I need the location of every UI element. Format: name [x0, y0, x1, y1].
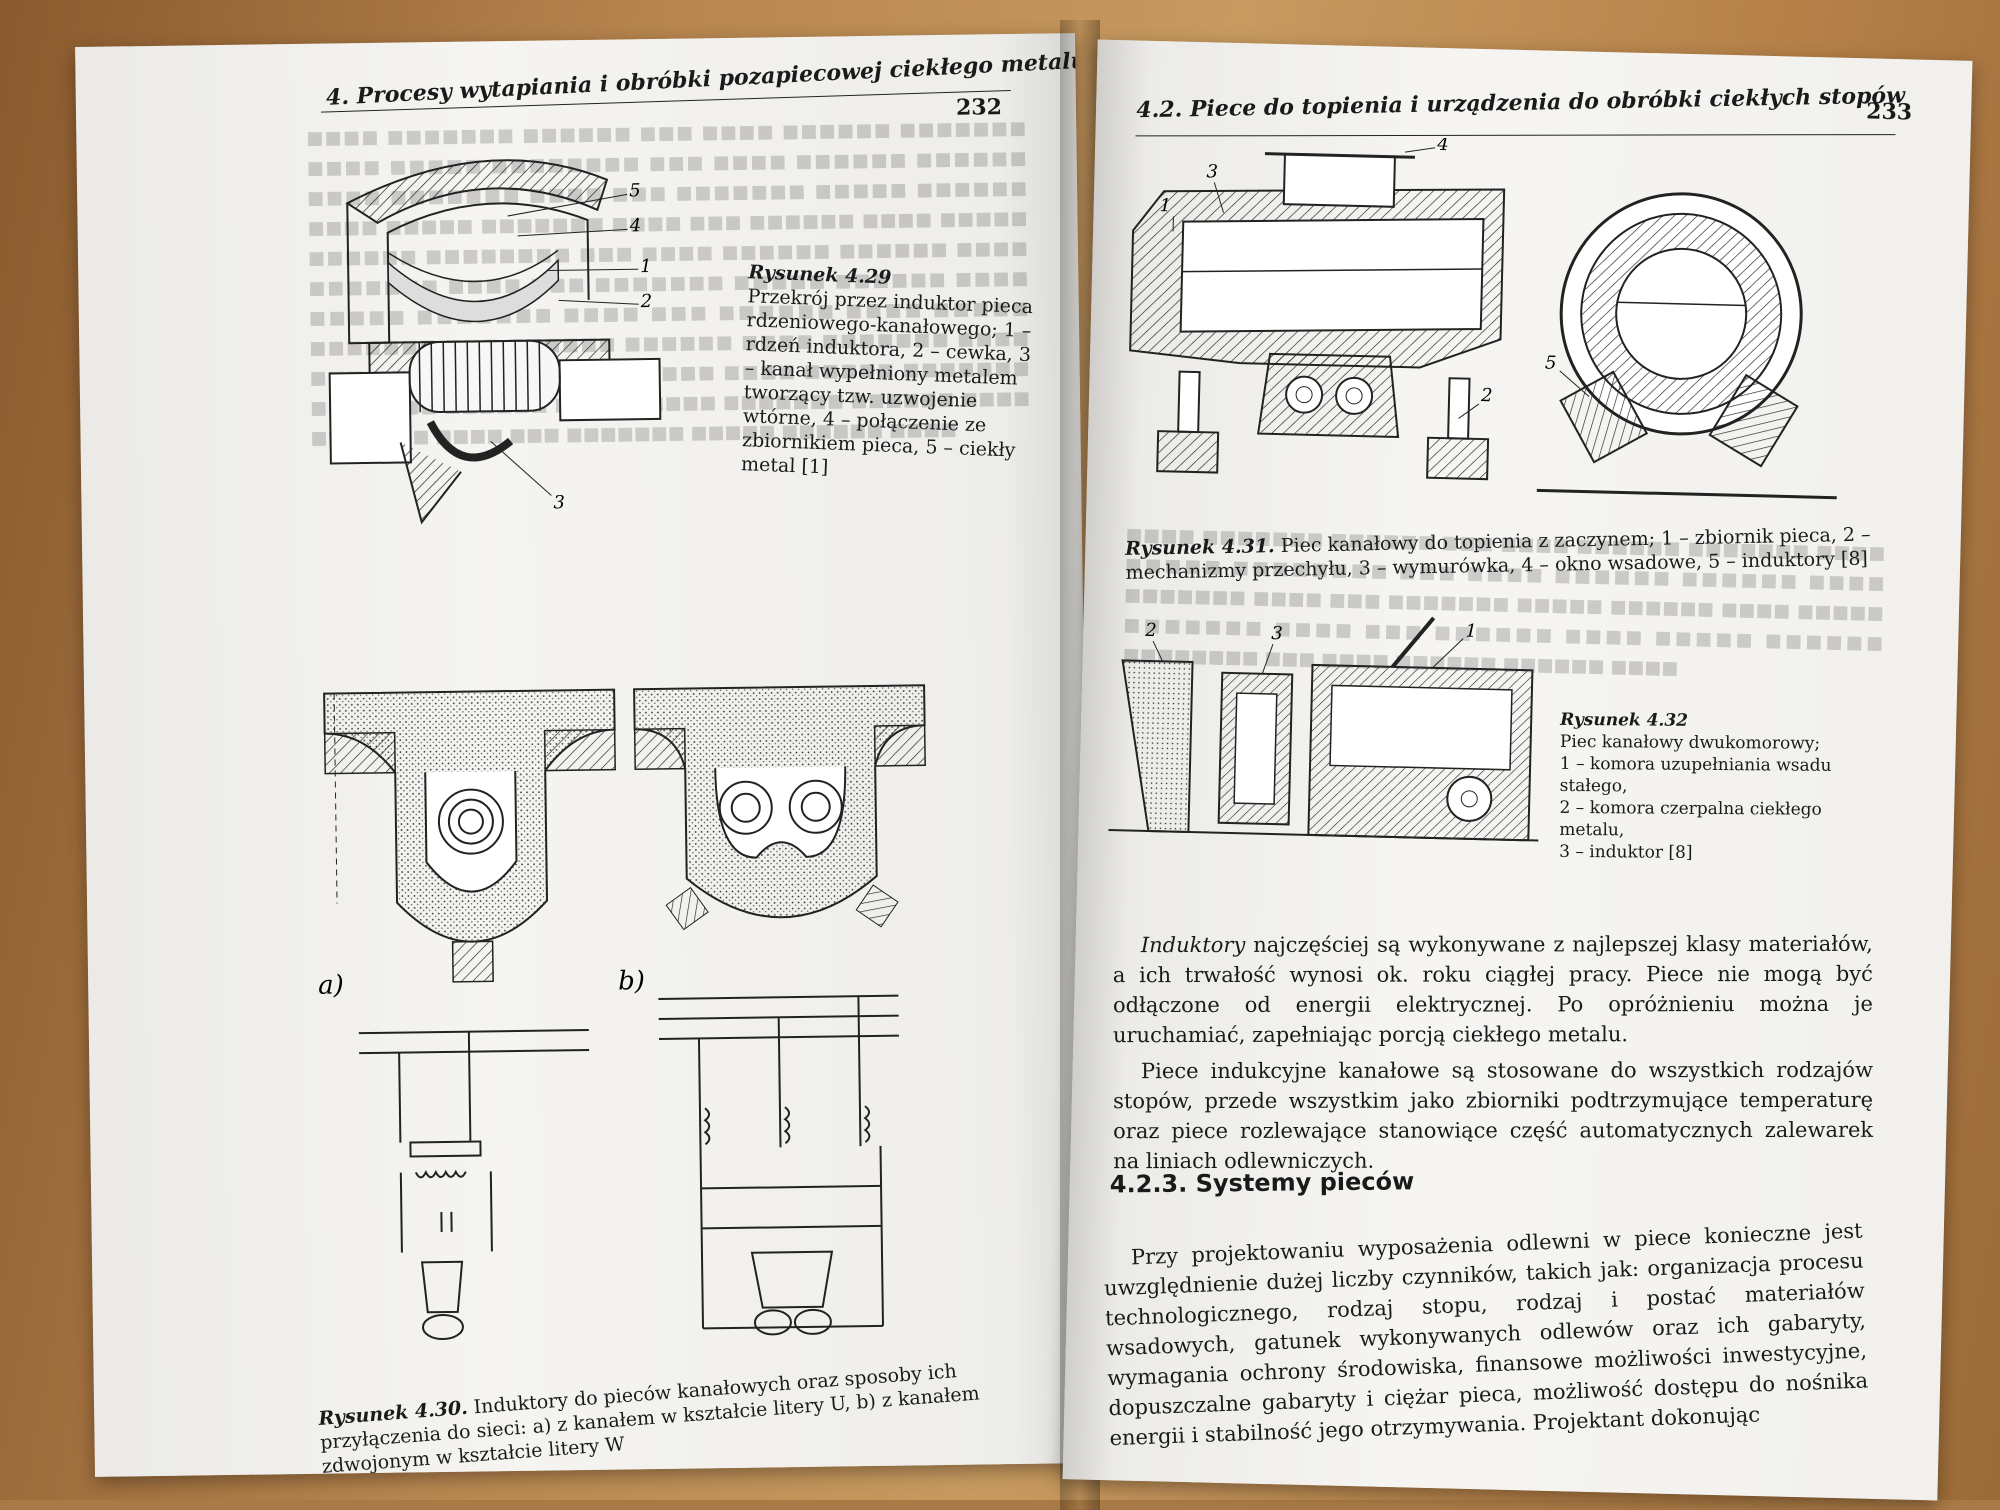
callout-1: 1	[1159, 195, 1171, 216]
section-heading: 4.2.3. Systemy pieców	[1110, 1167, 1415, 1198]
fig-4-32-drawing: 2 3 1	[1108, 600, 1554, 871]
right-page: ■■■■ ■■■■■■■ ■■■■■■ ■■■ ■■■■ ■■■■■■ ■■■■…	[1063, 40, 1973, 1501]
open-book: ■■■■ ■■■■■■■ ■■■■■■ ■■■ ■■■■ ■■■■■■ ■■■■…	[70, 20, 1970, 1490]
sub-label-a: a)	[318, 970, 344, 1000]
running-header: 4.2. Piece do topienia i urządzenia do o…	[1136, 83, 1905, 124]
paragraph: Piece indukcyjne kanałowe są stosowane d…	[1113, 1055, 1873, 1176]
callout-3: 3	[1206, 161, 1218, 182]
callout-2: 2	[1144, 620, 1157, 641]
fig-4-32-caption-line: 1 – komora uzupełniania wsadu stałego,	[1560, 754, 1832, 796]
paragraph: Induktory najczęściej są wykonywane z na…	[1113, 929, 1873, 1050]
fig-4-32-label: Rysunek 4.32	[1560, 710, 1688, 731]
callout-2: 2	[1480, 385, 1493, 406]
fig-4-31-label: Rysunek 4.31.	[1125, 535, 1275, 560]
callout-1: 1	[1465, 621, 1477, 642]
fig-4-32-caption-line: Piec kanałowy dwukomorowy;	[1560, 732, 1820, 754]
callout-4: 4	[628, 215, 641, 236]
callout-3: 3	[1271, 623, 1283, 644]
fig-4-32-caption: Rysunek 4.32 Piec kanałowy dwukomorowy; …	[1559, 709, 1890, 865]
fig-4-32-caption-line: 2 – komora czerpalna ciekłego metalu,	[1559, 798, 1822, 840]
callout-4: 4	[1436, 134, 1449, 155]
callout-2: 2	[640, 291, 653, 312]
body-text-lower: Przy projektowaniu wyposażenia odlewni w…	[1102, 1216, 1869, 1460]
fig-4-31-drawing: 1 3 4 2 5	[1116, 130, 1905, 529]
fig-4-29-label: Rysunek 4.29	[748, 261, 892, 288]
fig-4-32-caption-line: 3 – induktor [8]	[1559, 842, 1692, 863]
callout-5: 5	[1545, 353, 1557, 374]
sub-label-b: b)	[618, 966, 645, 996]
fig-4-29-drawing: 5 4 1 2 3	[306, 138, 732, 564]
left-page: ■■■■ ■■■■■■■ ■■■■■■ ■■■ ■■■■ ■■■■■■ ■■■■…	[75, 33, 1095, 1477]
page-number: 232	[956, 94, 1002, 121]
fig-4-29-caption-text: Przekrój przez induktor pieca rdzenioweg…	[741, 285, 1034, 478]
page-number: 233	[1866, 98, 1913, 125]
callout-3: 3	[553, 492, 565, 513]
fig-4-30-drawing: a) b)	[314, 665, 943, 1354]
body-text-upper: Induktory najczęściej są wykonywane z na…	[1113, 929, 1873, 1182]
fig-4-30-caption: Rysunek 4.30. Induktory do pieców kanało…	[318, 1350, 1081, 1477]
fig-4-29-caption: Rysunek 4.29 Przekrój przez induktor pie…	[741, 260, 1039, 487]
term-induktory: Induktory	[1141, 933, 1246, 957]
callout-1: 1	[640, 256, 652, 277]
callout-5: 5	[629, 180, 641, 201]
paragraph: Przy projektowaniu wyposażenia odlewni w…	[1102, 1216, 1869, 1454]
